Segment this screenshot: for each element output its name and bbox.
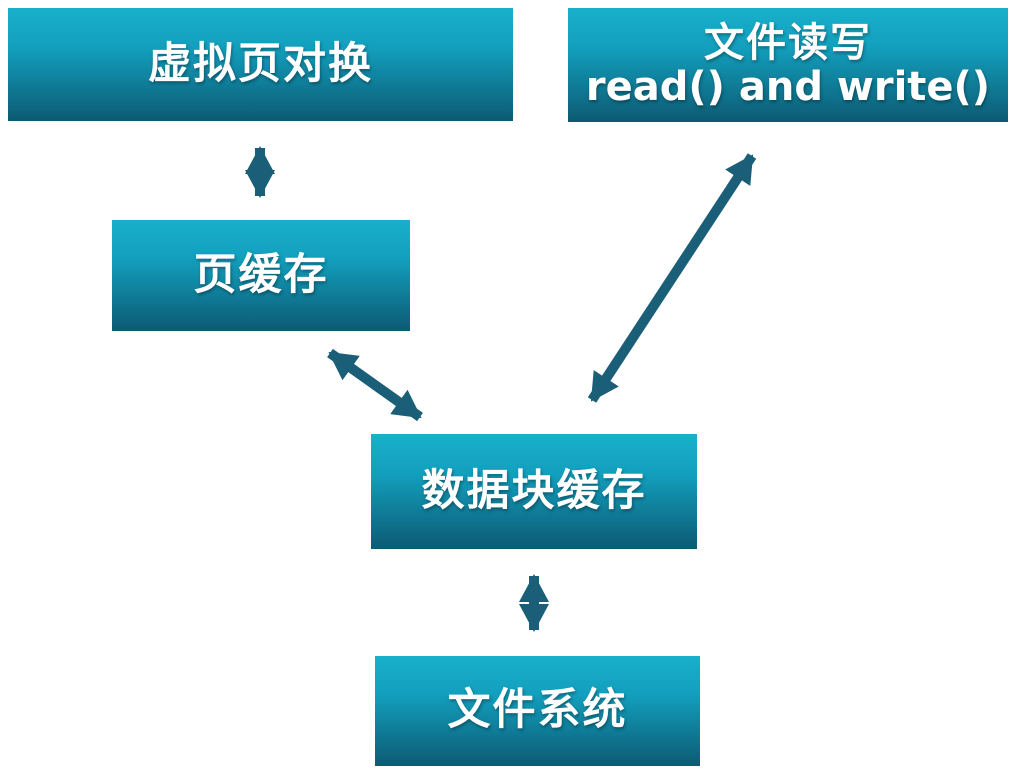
node-virtual-page-swap: 虚拟页对换: [8, 8, 513, 121]
node-block-cache: 数据块缓存: [371, 434, 697, 549]
node-file-system: 文件系统: [375, 656, 700, 766]
node-page-cache: 页缓存: [112, 220, 410, 331]
node-page-cache-label: 页缓存: [193, 249, 329, 300]
node-block-cache-label: 数据块缓存: [421, 465, 647, 516]
node-file-system-label: 文件系统: [447, 685, 628, 736]
node-virtual-page-swap-label: 虚拟页对换: [148, 38, 373, 89]
node-file-read-write-sublabel: read() and write(): [585, 64, 991, 110]
edge-filereadwrite-blockcache-arrow: [587, 153, 757, 403]
node-file-read-write: 文件读写 read() and write(): [568, 8, 1008, 122]
node-file-read-write-label: 文件读写: [704, 20, 872, 66]
edge-pagecache-blockcache-arrow: [327, 348, 423, 422]
